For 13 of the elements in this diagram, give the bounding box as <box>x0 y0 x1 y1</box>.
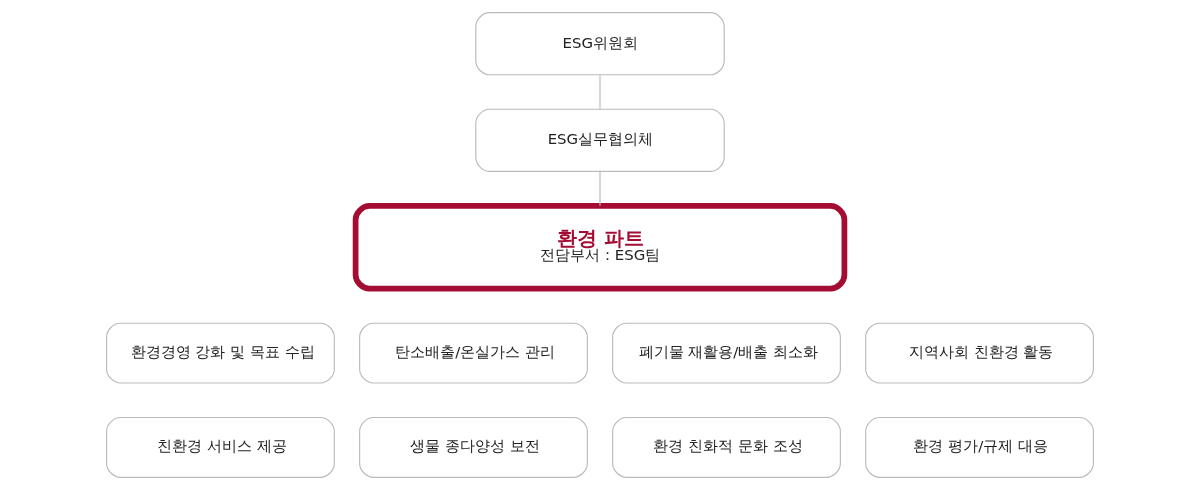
node-box: 환경경영 강화 및 목표 수립 <box>106 322 335 384</box>
node-box: ESG위원회 <box>475 12 725 76</box>
connector <box>599 74 601 110</box>
node-box: 폐기물 재활용/배출 최소화 <box>612 322 841 384</box>
node-box: 환경 평가/규제 대응 <box>865 416 1094 478</box>
node-box: 생물 종다양성 보전 <box>359 416 588 478</box>
node-box: 탄소배출/온실가스 관리 <box>359 322 588 384</box>
node-box: ESG실무협의체 <box>475 108 725 172</box>
node-box: 친환경 서비스 제공 <box>106 416 335 478</box>
node-box: 지역사회 친환경 활동 <box>865 322 1094 384</box>
node-box: 환경 파트 전담부서 : ESG팀 <box>352 203 848 292</box>
connector <box>599 171 601 207</box>
node-box: 환경 친화적 문화 조성 <box>612 416 841 478</box>
